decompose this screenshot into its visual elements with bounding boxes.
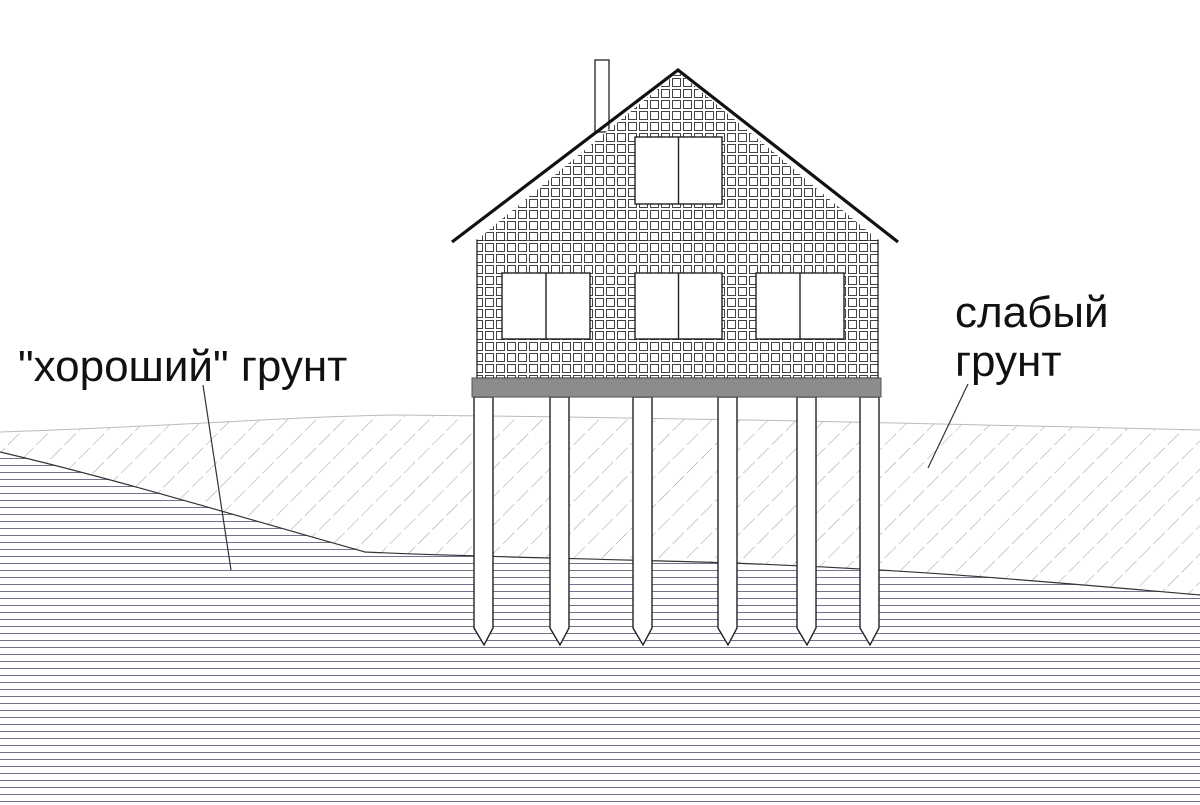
roof	[451, 67, 899, 244]
pile	[549, 396, 570, 647]
weak-soil-leader	[927, 383, 969, 469]
weak-soil-label-line2: грунт	[955, 337, 1062, 387]
good-soil-label: "хороший" грунт	[18, 342, 348, 391]
window-center	[634, 272, 723, 340]
window-attic	[634, 136, 723, 205]
windows	[501, 136, 845, 340]
weak-soil-hatch	[0, 415, 1200, 595]
weak-soil-label-line1: слабый	[955, 288, 1109, 337]
pile	[796, 396, 817, 647]
pile	[717, 396, 738, 647]
weak-soil-bottom-line	[0, 451, 1200, 596]
chimney	[594, 59, 610, 133]
window-right	[755, 272, 845, 340]
weak-soil-label: слабый грунт	[955, 288, 1109, 387]
plinth	[471, 377, 882, 398]
pile	[473, 396, 494, 647]
good-soil-leader	[202, 384, 232, 571]
pile	[859, 396, 880, 647]
pile	[632, 396, 653, 647]
window-left	[501, 272, 591, 340]
